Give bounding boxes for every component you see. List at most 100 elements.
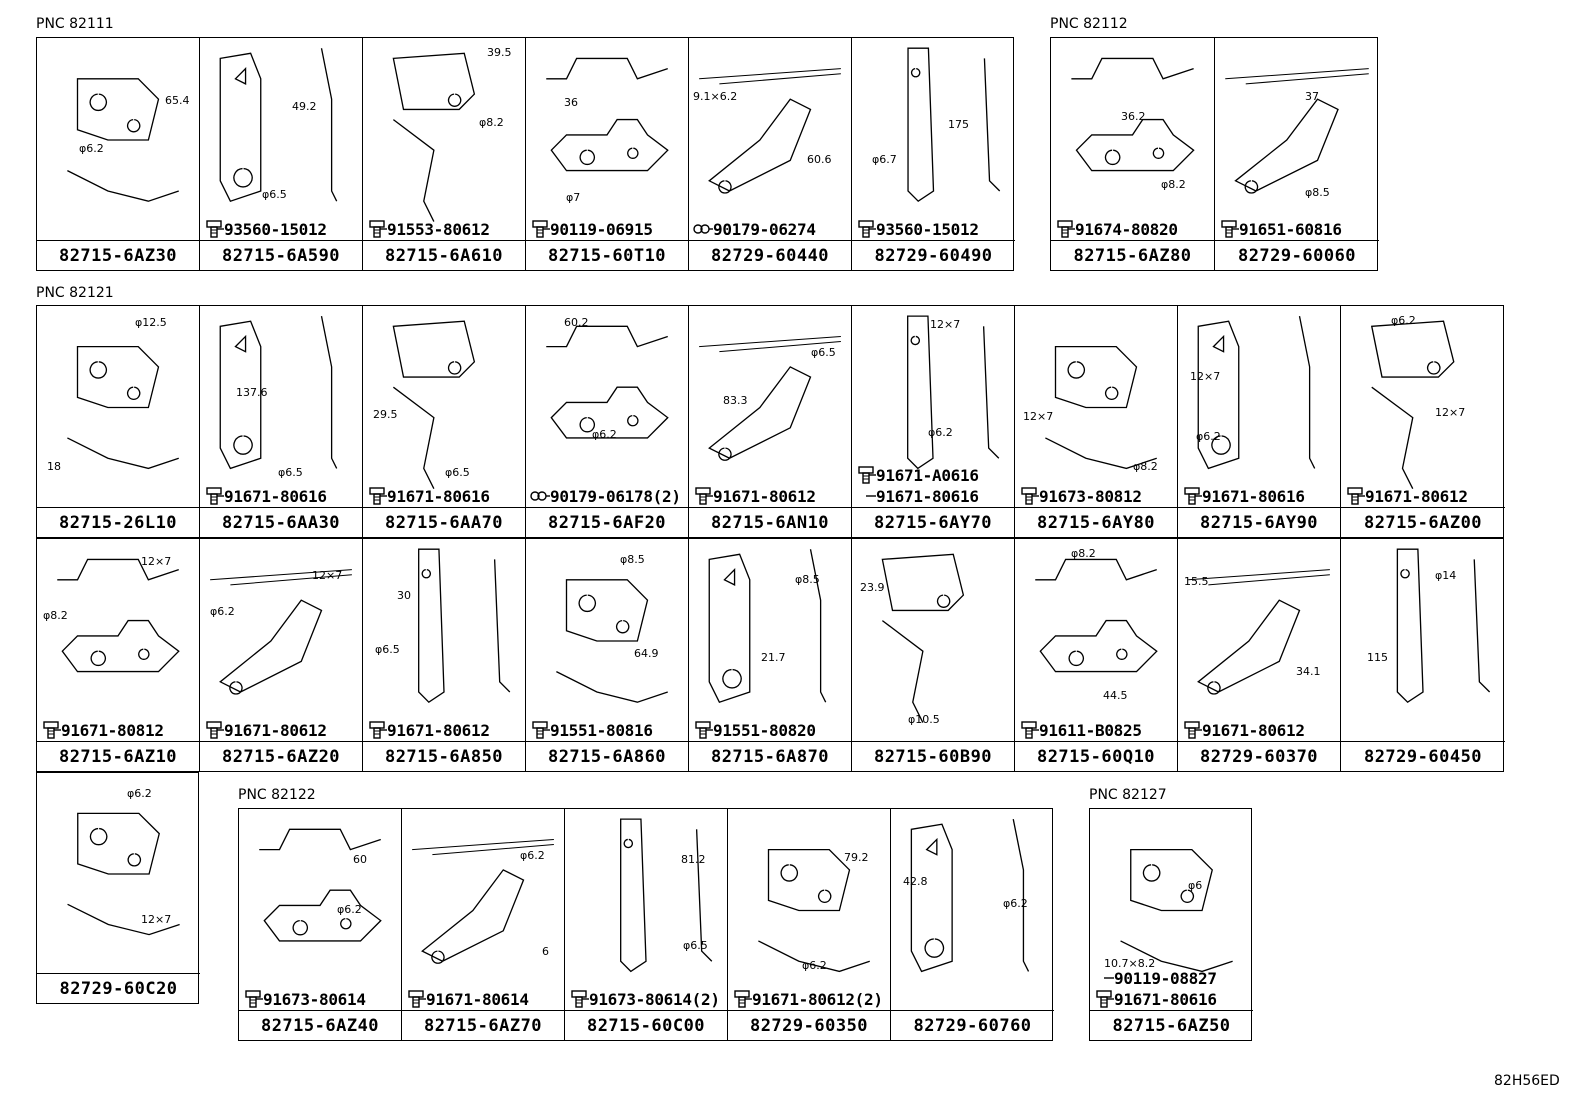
part-number[interactable]: 82715-6AZ10 bbox=[37, 741, 199, 771]
part-number[interactable]: 82715-60Q10 bbox=[1015, 741, 1177, 771]
dimension-label: φ8.2 bbox=[479, 116, 504, 129]
part-number[interactable]: 82715-6AZ70 bbox=[402, 1010, 564, 1040]
fastener-row[interactable]: 91671-80612 bbox=[1182, 720, 1338, 740]
fastener-row[interactable]: 90119-06915 bbox=[530, 219, 686, 239]
fastener-row[interactable]: 91651-60816 bbox=[1219, 219, 1377, 239]
part-number[interactable]: 82729-60440 bbox=[689, 240, 851, 270]
fastener-row[interactable]: 91553-80612 bbox=[367, 219, 523, 239]
dimension-label: φ6.2 bbox=[802, 959, 827, 972]
part-number[interactable]: 82715-6AZ00 bbox=[1341, 507, 1505, 537]
fastener-row[interactable]: 91671-80616 bbox=[856, 486, 1012, 506]
dimension-label: 34.1 bbox=[1296, 665, 1321, 678]
fastener-row[interactable]: 90119-08827 bbox=[1094, 968, 1251, 988]
fastener-row[interactable]: 91671-80612(2) bbox=[732, 989, 888, 1009]
fastener-row[interactable]: 91671-80616 bbox=[1094, 989, 1251, 1009]
fastener-row[interactable]: 91671-80612 bbox=[367, 720, 523, 740]
part-number[interactable]: 82729-60350 bbox=[728, 1010, 890, 1040]
fastener-row[interactable]: 91671-A0616 bbox=[856, 465, 1012, 485]
fastener-row[interactable]: 90179-06274 bbox=[693, 219, 849, 239]
fastener-row[interactable]: 91671-80616 bbox=[1182, 486, 1338, 506]
fastener-row[interactable]: 91551-80820 bbox=[693, 720, 849, 740]
part-number[interactable]: 82715-6A850 bbox=[363, 741, 525, 771]
fastener-row[interactable]: 91673-80614(2) bbox=[569, 989, 725, 1009]
fastener-row[interactable]: 93560-15012 bbox=[856, 219, 1013, 239]
part-number[interactable]: 82729-60490 bbox=[852, 240, 1015, 270]
fastener-row[interactable]: 91671-80614 bbox=[406, 989, 562, 1009]
part-number[interactable]: 82729-60450 bbox=[1341, 741, 1505, 771]
part-number[interactable]: 82715-6AY70 bbox=[852, 507, 1014, 537]
part-number[interactable]: 82715-6AZ50 bbox=[1090, 1010, 1253, 1040]
part-number[interactable]: 82715-60C00 bbox=[565, 1010, 727, 1040]
fastener-row[interactable]: 90179-06178(2) bbox=[530, 486, 686, 506]
part-number[interactable]: 82715-26L10 bbox=[37, 507, 199, 537]
part-number[interactable]: 82715-6AZ30 bbox=[37, 240, 199, 270]
fastener-row[interactable]: 91611-B0825 bbox=[1019, 720, 1175, 740]
part-number[interactable]: 82729-60C20 bbox=[37, 973, 200, 1003]
fastener-row[interactable]: 91671-80616 bbox=[367, 486, 523, 506]
dimension-label: φ8.2 bbox=[1071, 547, 1096, 560]
part-number[interactable]: 82715-6A590 bbox=[200, 240, 362, 270]
part-number[interactable]: 82715-6AY80 bbox=[1015, 507, 1177, 537]
part-number[interactable]: 82715-6AN10 bbox=[689, 507, 851, 537]
part-number[interactable]: 82715-6AZ20 bbox=[200, 741, 362, 771]
part-number[interactable]: 82715-60T10 bbox=[526, 240, 688, 270]
fastener-row[interactable]: 91671-80612 bbox=[204, 720, 360, 740]
part-number[interactable]: 82715-6AY90 bbox=[1178, 507, 1340, 537]
dimension-label: 12×7 bbox=[1023, 410, 1054, 423]
part-number[interactable]: 82729-60370 bbox=[1178, 741, 1340, 771]
part-number[interactable]: 82729-60760 bbox=[891, 1010, 1054, 1040]
part-number[interactable]: 82715-60B90 bbox=[852, 741, 1014, 771]
part-number[interactable]: 82729-60060 bbox=[1215, 240, 1379, 270]
fastener-row[interactable]: 91673-80812 bbox=[1019, 486, 1175, 506]
part-number[interactable]: 82715-6A860 bbox=[526, 741, 688, 771]
fastener-row[interactable]: 91671-80616 bbox=[204, 486, 360, 506]
part-number[interactable]: 82715-6AF20 bbox=[526, 507, 688, 537]
part-number[interactable]: 82715-6A870 bbox=[689, 741, 851, 771]
part-number[interactable]: 82715-6AZ80 bbox=[1051, 240, 1214, 270]
fastener-row[interactable]: 91671-80612 bbox=[1345, 486, 1503, 506]
fastener-row[interactable]: 91673-80614 bbox=[243, 989, 399, 1009]
part-number[interactable]: 82715-6A610 bbox=[363, 240, 525, 270]
part-number[interactable]: 82715-6AZ40 bbox=[239, 1010, 401, 1040]
fastener-row[interactable]: 91671-80612 bbox=[693, 486, 849, 506]
fastener-row[interactable]: 91674-80820 bbox=[1055, 219, 1212, 239]
fastener-row[interactable]: 91551-80816 bbox=[530, 720, 686, 740]
fastener-row[interactable]: 93560-15012 bbox=[204, 219, 360, 239]
fastener-row[interactable]: 91671-80812 bbox=[41, 720, 197, 740]
part-number[interactable]: 82715-6AA30 bbox=[200, 507, 362, 537]
part-number[interactable]: 82715-6AA70 bbox=[363, 507, 525, 537]
